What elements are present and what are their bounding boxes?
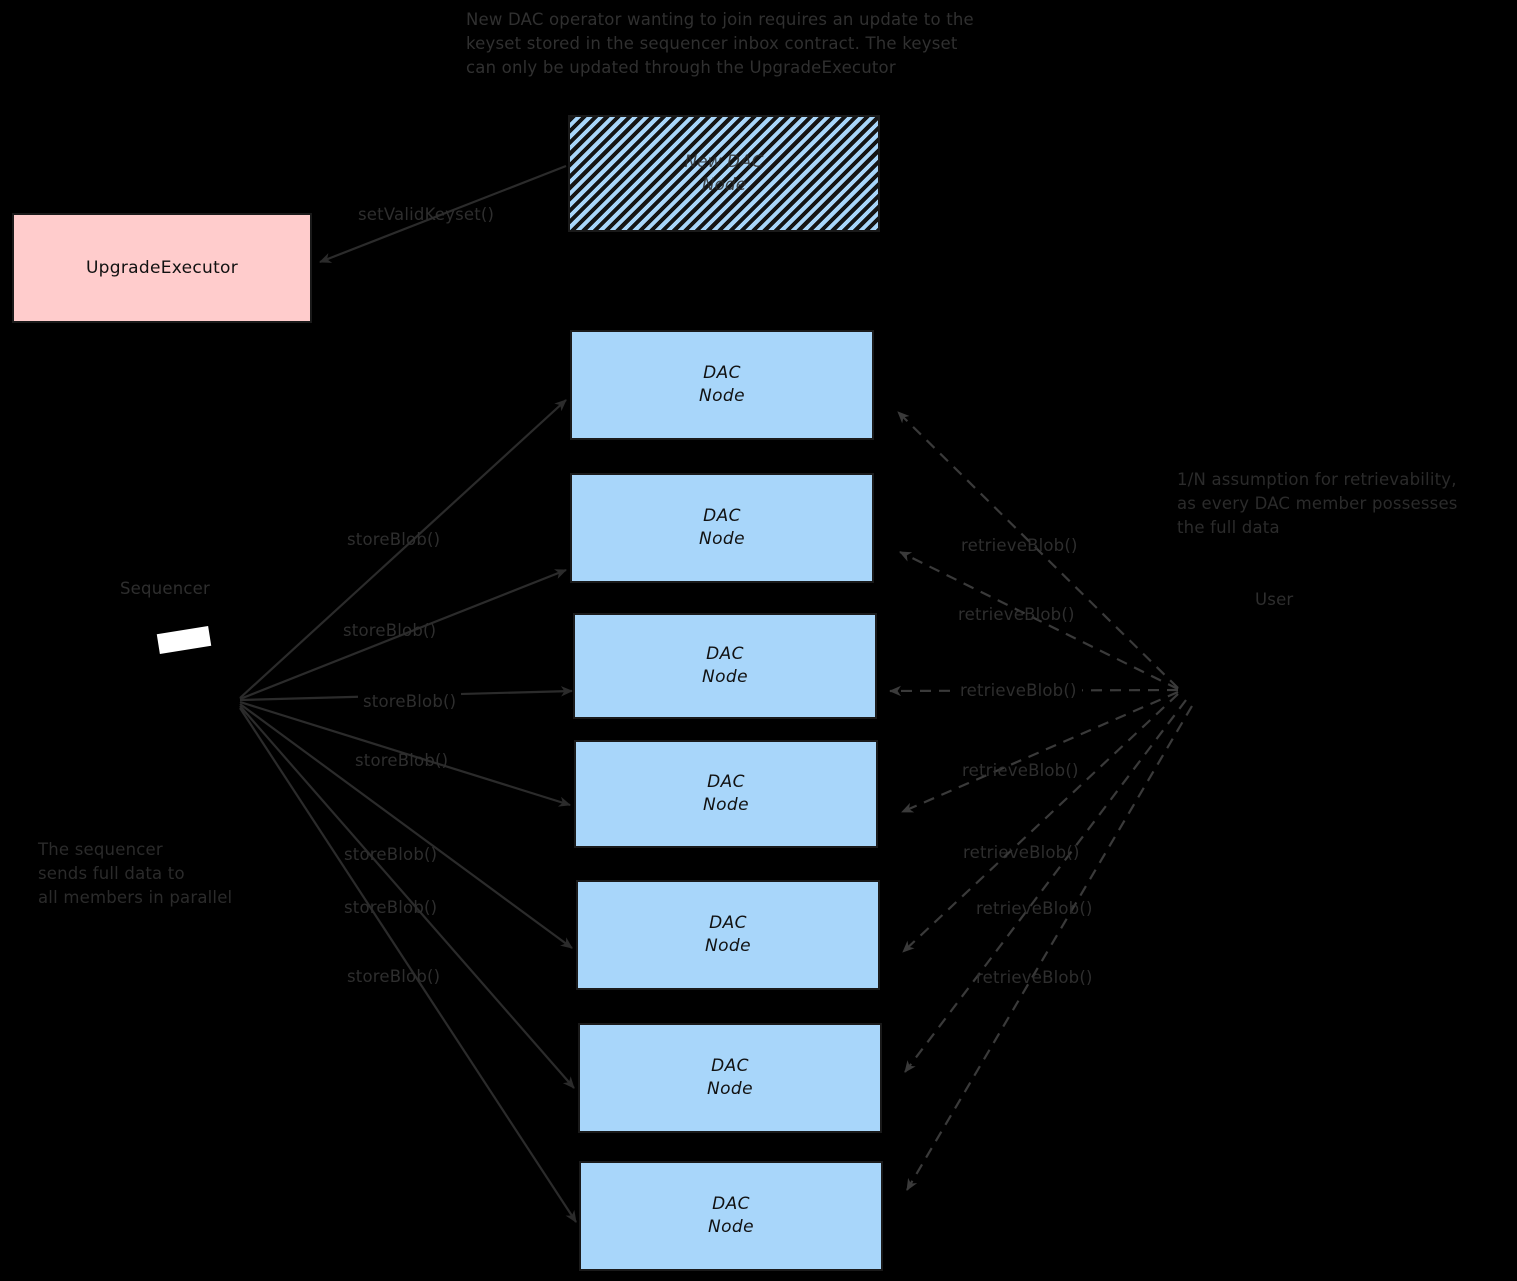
edge-label-retrieve-blob-3: retrieveBlob()	[955, 679, 1082, 702]
edge-store-blob-2	[239, 568, 567, 701]
dac-node-box-7[interactable]: DAC Node	[579, 1161, 883, 1271]
edge-label-store-blob-2: storeBlob()	[343, 621, 437, 640]
note-top-line-2: keyset stored in the sequencer inbox con…	[466, 34, 958, 53]
dac-node-3-label-line-2: Node	[702, 667, 748, 687]
dac-node-3-label-line-1: DAC	[706, 644, 744, 664]
edge-label-retrieve-blob-1: retrieveBlob()	[961, 536, 1078, 555]
edge-label-store-blob-6: storeBlob()	[344, 898, 438, 917]
dac-node-box-3[interactable]: DAC Node	[573, 613, 877, 719]
note-left-bottom: The sequencer sends full data to all mem…	[38, 838, 232, 910]
dac-node-box-5[interactable]: DAC Node	[576, 880, 880, 990]
dac-node-6-label-line-1: DAC	[711, 1056, 749, 1076]
dac-node-box-2[interactable]: DAC Node	[570, 473, 874, 583]
user-label: User	[1255, 590, 1294, 609]
dac-node-2-label-line-1: DAC	[703, 506, 741, 526]
edge-store-blob-7	[239, 707, 577, 1223]
dac-node-5-label-line-2: Node	[705, 936, 751, 956]
dac-node-4-label-line-1: DAC	[707, 772, 745, 792]
dac-node-7-label-line-2: Node	[708, 1217, 754, 1237]
dac-node-4-label-line-2: Node	[703, 795, 749, 815]
new-dac-node-box[interactable]: New DAC Node	[568, 115, 880, 232]
edge-retrieve-blob-5	[902, 693, 1179, 953]
note-left-bottom-line-1: The sequencer	[38, 840, 163, 859]
note-top-line-3: can only be updated through the UpgradeE…	[466, 58, 896, 77]
note-right-line-3: the full data	[1177, 518, 1280, 537]
dac-node-box-4[interactable]: DAC Node	[574, 740, 878, 848]
edge-retrieve-blob-4	[901, 690, 1179, 814]
edge-retrieve-blob-2	[899, 551, 1179, 690]
edge-store-blob-4	[239, 700, 571, 807]
upgrade-executor-label: UpgradeExecutor	[85, 258, 239, 278]
note-top-line-1: New DAC operator wanting to join require…	[466, 10, 974, 29]
dac-node-2-label-line-2: Node	[699, 529, 745, 549]
edge-store-blob-1	[239, 399, 567, 699]
edge-set-valid-keyset	[319, 164, 567, 264]
edge-label-store-blob-7: storeBlob()	[347, 967, 441, 986]
edge-retrieve-blob-6	[904, 699, 1187, 1073]
note-top: New DAC operator wanting to join require…	[466, 8, 974, 80]
edge-label-store-blob-4: storeBlob()	[355, 751, 449, 770]
new-dac-node-label-line-1: New DAC	[684, 151, 764, 172]
edge-label-store-blob-1: storeBlob()	[347, 530, 441, 549]
edge-label-retrieve-blob-6: retrieveBlob()	[976, 899, 1093, 918]
sequencer-label: Sequencer	[120, 579, 210, 598]
note-left-bottom-line-3: all members in parallel	[38, 888, 233, 907]
edge-retrieve-blob-1	[897, 411, 1179, 689]
dac-node-box-1[interactable]: DAC Node	[570, 330, 874, 440]
note-right-line-2: as every DAC member possesses	[1177, 494, 1458, 513]
edge-label-retrieve-blob-4: retrieveBlob()	[962, 761, 1079, 780]
new-dac-node-label-line-2: Node	[701, 174, 747, 195]
edge-store-blob-5	[239, 703, 573, 949]
dac-node-6-label-line-2: Node	[707, 1079, 753, 1099]
dac-node-5-label-line-1: DAC	[709, 913, 747, 933]
dac-node-box-6[interactable]: DAC Node	[578, 1023, 882, 1133]
dac-node-1-label-line-1: DAC	[703, 363, 741, 383]
edge-label-retrieve-blob-7: retrieveBlob()	[976, 968, 1093, 987]
edge-label-store-blob-3: storeBlob()	[358, 690, 462, 713]
note-right: 1/N assumption for retrievability, as ev…	[1177, 468, 1458, 540]
upgrade-executor-box[interactable]: UpgradeExecutor	[12, 213, 312, 323]
edge-label-set-valid-keyset: setValidKeyset()	[358, 205, 495, 224]
edge-label-retrieve-blob-5: retrieveBlob()	[963, 843, 1080, 862]
edge-label-store-blob-5: storeBlob()	[344, 845, 438, 864]
edge-store-blob-6	[239, 705, 575, 1089]
dac-node-7-label-line-1: DAC	[712, 1194, 750, 1214]
edge-retrieve-blob-3	[889, 685, 1179, 697]
note-right-line-1: 1/N assumption for retrievability,	[1177, 470, 1457, 489]
dac-node-1-label-line-2: Node	[699, 386, 745, 406]
edge-label-retrieve-blob-2: retrieveBlob()	[958, 605, 1075, 624]
note-left-bottom-line-2: sends full data to	[38, 864, 185, 883]
